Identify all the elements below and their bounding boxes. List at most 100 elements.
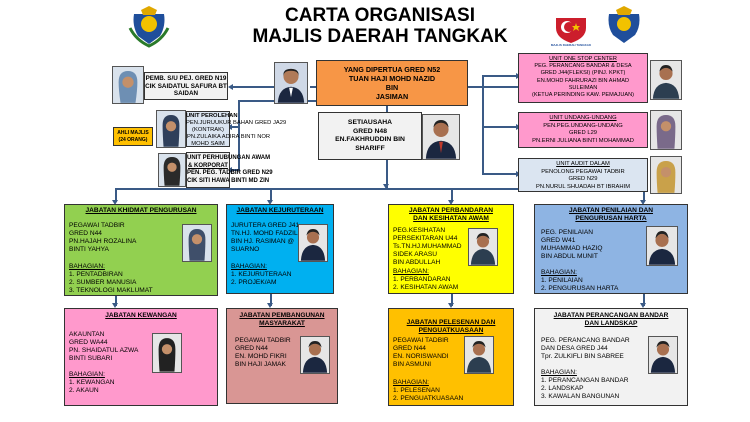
pembantu-su-line: CIK SAIDATUL SAFURA BT [145,82,227,90]
bahagian-item: 3. TEKNOLOGI MAKLUMAT [69,287,153,294]
yang-dipertua-line: JASIMAN [375,92,409,101]
jab-perancangan-bahagian: BAHAGIAN: 1. PERANCANGAN BANDAR 2. LANDS… [541,369,629,401]
jab-perancangan-line: Tpr. ZULKIFLI BIN SABREE [541,353,624,360]
jab-penilaian-officer: PEG. PENILAIAN GRED W41 MUHAMMAD HAZIQ B… [541,229,603,261]
jab-perancangan-title: DAN LANDSKAP [584,320,638,327]
unit-osc-line: PEG. PERANCANG BANDAR & DESA [534,63,632,70]
setiausaha-photo [422,114,460,160]
connector [270,294,272,306]
jab-pelesenan-line: EN. NORISWANDI [393,353,449,360]
jab-perancangan-officer: PEG. PERANCANG BANDAR DAN DESA GRED J44 … [541,337,630,361]
connector [643,188,645,202]
jab-penilaian-bahagian: BAHAGIAN: 1. PENILAIAN 2. PENGURUSAN HAR… [541,269,618,293]
unit-audit-photo [650,156,682,194]
bahagian-item: 2. KESIHATAN AWAM [393,284,459,291]
connector [230,169,240,171]
emblem-caption: MAJLIS DAERAH TANGKAK [550,43,592,47]
unit-perhubungan-line: CIK SITI HAWA BINTI MD ZIN [187,177,270,184]
bahagian-item: 1. KEWANGAN [69,379,115,386]
connector [482,75,484,175]
jab-kewangan-officer: AKAUNTAN GRED WA44 PN. SHAIDATUL AZWA BI… [69,331,138,363]
jab-perancangan-photo [648,336,678,374]
bahagian-item: 1. KEJURUTERAAN [231,271,292,278]
unit-perhubungan-title: UNIT PERHUBUNGAN AWAM [187,155,271,161]
jab-kejuruteraan-line: BIN HJ. RASIMAN @ [231,238,295,245]
bahagian-label: BAHAGIAN: [231,263,267,270]
unit-perolehan-card: UNIT PEROLEHAN PEN.JURUUKUR BAHAN GRED J… [186,111,287,147]
bahagian-item: 2. PENGURUSAN HARTA [541,285,619,292]
jab-pembangunan-photo [300,336,330,374]
jab-pelesenan-photo [464,336,494,374]
jab-pelesenan-box: JABATAN PELESENAN DAN PENGUATKUASAAN PEG… [388,308,514,406]
arrow-down-icon [640,303,646,308]
jab-pembangunan-line: BIN HAJI JAMAK [235,361,286,368]
bahagian-item: 1. PENTADBIRAN [69,271,123,278]
jab-kejuruteraan-line: SUARNO [231,246,260,253]
bahagian-item: 1. PERANCANGAN BANDAR [541,377,629,384]
bahagian-item: 2. PROJEK/AM [231,279,277,286]
jab-khidmat-line: BINTI YAHYA [69,246,109,253]
jab-perbandaran-line: Ts.TN.HJ.MUHAMMAD [393,243,462,250]
connector [310,86,316,88]
setiausaha-line: SHARIFF [355,144,385,152]
jab-kejuruteraan-line: TN.HJ. MOHD FADZIL [231,230,298,237]
unit-osc-line: SULEIMAN [568,84,598,91]
unit-undang-line: PN.ERNI JULIANA BINTI MOHAMMAD [532,137,634,144]
jab-pembangunan-line: EN. MOHD FIKRI [235,353,287,360]
arrow-down-icon [640,200,646,205]
jab-perbandaran-line: PEG.KESIHATAN [393,227,446,234]
pembantu-su-line: PEMB. S/U PEJ. GRED N19 [145,75,227,82]
jab-perancangan-title: JABATAN PERANCANGAN BANDAR [553,312,669,319]
unit-perolehan-title: UNIT PEROLEHAN [186,113,238,119]
jab-kewangan-line: BINTI SUBARI [69,355,113,362]
bahagian-label: BAHAGIAN: [393,268,429,275]
jab-pelesenan-line: GRED N44 [393,345,426,352]
unit-audit-box: UNIT AUDIT DALAM PENOLONG PEGAWAI TADBIR… [518,158,648,192]
unit-audit-line: PENOLONG PEGAWAI TADBIR [541,168,625,175]
unit-audit-title: UNIT AUDIT DALAM [556,161,610,167]
bahagian-item: 2. AKAUN [69,387,99,394]
jab-khidmat-line: PEGAWAI TADBIR [69,222,125,229]
jab-penilaian-line: PEG. PENILAIAN [541,229,594,236]
jab-perbandaran-title: JABATAN PERBANDARAN [408,207,493,214]
chart-title-line1: CARTA ORGANISASI [285,5,475,26]
arrow-down-icon [383,184,389,189]
connector [482,126,518,128]
jab-kewangan-title: JABATAN KEWANGAN [105,312,177,319]
jab-penilaian-title: PENGURUSAN HARTA [575,215,647,222]
unit-undang-line: GRED L29 [568,130,598,136]
unit-perolehan-photo [156,110,186,148]
jab-perbandaran-title: DAN KESIHATAN AWAM [413,215,489,222]
unit-undang-title: UNIT UNDANG-UNDANG [549,115,617,121]
johor-crest-icon [128,6,170,48]
jab-kewangan-box: JABATAN KEWANGAN AKAUNTAN GRED WA44 PN. … [64,308,218,406]
jab-perbandaran-line: BIN ABDULLAH [393,259,441,266]
pembantu-su-photo [112,66,144,104]
unit-perhubungan-line: PEN. PEG. TADBIR GRED N29 [187,170,273,176]
connector [115,296,117,306]
arrow-down-icon [112,200,118,205]
bahagian-item: 3. KAWALAN BANGUNAN [541,393,620,400]
jab-pelesenan-officer: PEGAWAI TADBIR GRED N44 EN. NORISWANDI B… [393,337,449,369]
jab-kewangan-bahagian: BAHAGIAN: 1. KEWANGAN 2. AKAUN [69,371,115,395]
unit-osc-box: UNIT ONE STOP CENTER PEG. PERANCANG BAND… [518,53,648,103]
bahagian-label: BAHAGIAN: [69,371,105,378]
unit-osc-line: EN.MOHD FAHRURAZI BIN AHMAD [537,77,629,84]
jab-perbandaran-line: SIDEK ARASU [393,251,437,258]
jab-kejuruteraan-officer: JURUTERA GRED J41 TN.HJ. MOHD FADZIL BIN… [231,222,299,254]
unit-perolehan-line: PEN.JURUUKUR BAHAN GRED JA29 [186,120,287,126]
jab-pembangunan-line: GRED N44 [235,345,268,352]
unit-perhubungan-box: UNIT PERHUBUNGAN AWAM & KORPORAT PEN. PE… [186,152,273,188]
ahli-majlis-box: AHLI MAJLIS (24 ORANG) [113,127,153,146]
connector [115,188,645,190]
jab-kejuruteraan-line: JURUTERA GRED J41 [231,222,300,229]
chart-title-line2: MAJLIS DAERAH TANGKAK [252,26,508,47]
bahagian-item: 2. LANDSKAP [541,385,584,392]
bahagian-item: 2. PENGUATKUASAAN [393,395,464,402]
unit-undang-line: PEN.PEG.UNDANG-UNDANG [543,122,623,129]
pembantu-su-line: SAIDAN [173,90,199,97]
unit-osc-line: (KETUA PERINDING KAW. PEMAJUAN) [531,92,635,99]
yang-dipertua-photo [274,62,308,104]
bahagian-label: BAHAGIAN: [393,379,429,386]
arrow-down-icon [267,303,273,308]
